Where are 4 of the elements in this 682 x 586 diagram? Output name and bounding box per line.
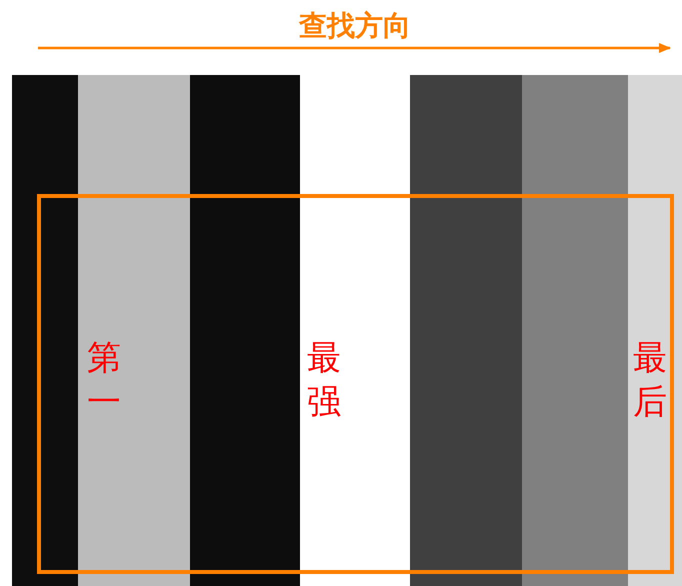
stripe-label: 最后 <box>632 337 668 424</box>
stripe-label: 第一 <box>86 337 122 424</box>
direction-title: 查找方向 <box>298 8 412 44</box>
stripe-label: 最强 <box>306 337 342 424</box>
